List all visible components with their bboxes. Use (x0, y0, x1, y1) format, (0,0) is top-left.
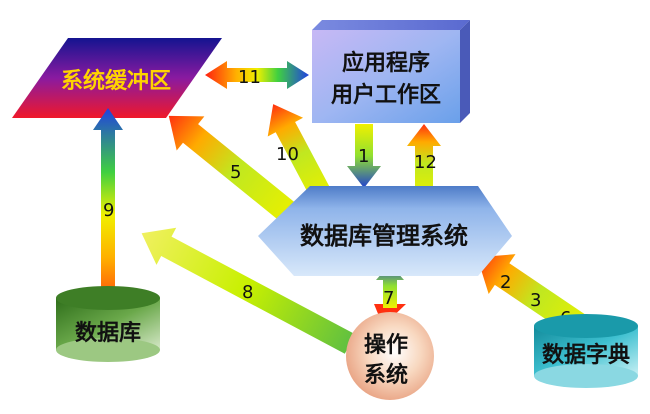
arrow-8: 8 (141, 227, 356, 354)
arrow-5: 5 (168, 115, 298, 224)
arrow-11-label: 11 (238, 67, 261, 88)
arrow-8-label: 8 (242, 282, 253, 303)
dbms-label: 数据库管理系统 (300, 222, 468, 250)
app-work-area-label-line1: 应用程序 (342, 50, 430, 76)
data-dictionary-label: 数据字典 (542, 342, 630, 368)
data-dictionary-node: 数据字典 (534, 314, 638, 388)
arrow-10-label: 10 (276, 144, 299, 165)
system-buffer-label: 系统缓冲区 (61, 68, 171, 94)
arrow-1-label: 1 (358, 146, 369, 167)
arrow-11: 11 (205, 61, 309, 89)
arrow-1: 1 (347, 124, 381, 188)
arrow-9-label: 9 (103, 200, 114, 221)
dbms-node: 数据库管理系统 (258, 186, 512, 276)
arrow-2-label: 2 (500, 272, 511, 293)
arrow-5-label: 5 (230, 162, 241, 183)
arrow-3-label: 3 (530, 290, 541, 311)
app-work-area-label-line2: 用户工作区 (331, 82, 441, 108)
os-node: 操作 系统 (346, 312, 434, 400)
arrow-12-label: 12 (414, 152, 437, 173)
database-label: 数据库 (75, 320, 141, 346)
app-work-area-node: 应用程序 用户工作区 (312, 20, 470, 123)
arrow-10: 10 (267, 104, 332, 202)
os-label-line1: 操作 (364, 333, 408, 358)
system-buffer-node: 系统缓冲区 (12, 38, 222, 118)
os-label-line2: 系统 (364, 362, 408, 388)
arrow-7-label: 7 (383, 288, 394, 309)
arrow-12: 12 (407, 124, 441, 196)
database-node: 数据库 (56, 286, 160, 362)
